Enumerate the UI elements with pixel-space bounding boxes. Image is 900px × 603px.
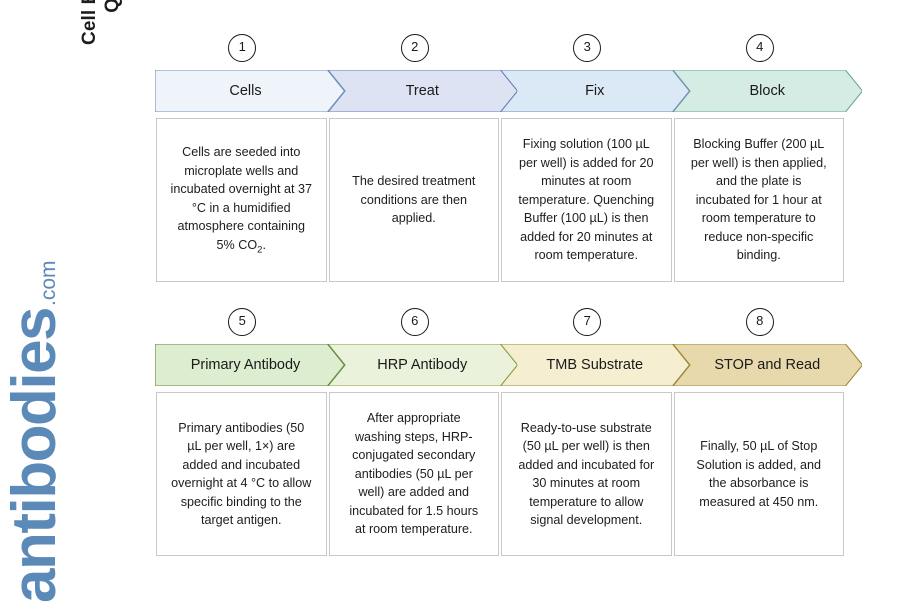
chevron-label-8: STOP and Read: [714, 357, 821, 373]
brand-logo: antibodies .com: [0, 260, 100, 603]
chevron-label-5: Primary Antibody: [190, 357, 301, 373]
chevron-label-4: Block: [749, 83, 785, 99]
step-description-5: Primary antibodies (50 µL per well, 1×) …: [171, 420, 312, 528]
step-badge-1: 1: [228, 34, 257, 62]
chevron-step-3[interactable]: Fix: [500, 70, 690, 112]
step-badges-row-2: 5 6 7 8: [155, 308, 845, 344]
step-card-1: Cells are seeded into microplate wells a…: [156, 118, 327, 282]
chevron-shape-2: [327, 70, 517, 112]
step-badge-8: 8: [745, 308, 774, 336]
page-title-text: Cell Based ELISA KitsQuick Protocol: [78, 0, 124, 45]
chevron-label-6: HRP Antibody: [377, 357, 468, 373]
step-card-7: Ready-to-use substrate (50 µL per well) …: [501, 392, 672, 556]
protocol-row-2: 5 6 7 8 Primary Antibody HRP Antibody TMB Sub…: [155, 308, 862, 556]
brand-logo-word: antibodies: [0, 307, 69, 603]
step-description-3: Fixing solution (100 µL per well) is add…: [518, 137, 655, 263]
page-title-line-2: Quick Protocol: [102, 0, 123, 13]
page-title-line-1: Cell Based ELISA Kits: [79, 0, 100, 45]
chevron-step-1[interactable]: Cells: [155, 70, 345, 112]
step-card-6: After appropriate washing steps, HRP-con…: [328, 392, 499, 556]
chevron-strip-row-2: Primary Antibody HRP Antibody TMB Substrat…: [155, 344, 862, 386]
step-badge-5: 5: [228, 308, 257, 336]
chevron-label-3: Fix: [585, 83, 605, 99]
chevron-label-1: Cells: [229, 83, 262, 99]
description-cards-row-2: Primary antibodies (50 µL per well, 1×) …: [155, 392, 845, 556]
step-card-2: The desired treatment conditions are the…: [328, 118, 499, 282]
chevron-step-6[interactable]: HRP Antibody: [327, 344, 517, 386]
protocol-row-1: 1 2 3 4 Cells Treat Fix Block Cells are seeded…: [155, 34, 862, 282]
step-badge-4: 4: [745, 34, 774, 62]
chevron-step-7[interactable]: TMB Substrate: [500, 344, 690, 386]
chevron-shape-3: [500, 70, 690, 112]
step-badge-7: 7: [573, 308, 602, 336]
description-cards-row-1: Cells are seeded into microplate wells a…: [155, 118, 845, 282]
step-description-8: Finally, 50 µL of Stop Solution is added…: [696, 439, 822, 509]
chevron-shape-6: [327, 344, 517, 386]
step-card-3: Fixing solution (100 µL per well) is add…: [501, 118, 672, 282]
chevron-strip-row-1: Cells Treat Fix Block: [155, 70, 862, 112]
step-badge-2: 2: [400, 34, 429, 62]
step-badge-6: 6: [400, 308, 429, 336]
page-title: Cell Based ELISA KitsQuick Protocol: [58, 0, 144, 104]
chevron-step-8[interactable]: STOP and Read: [672, 344, 862, 386]
chevron-shape-7: [500, 344, 690, 386]
chevron-step-4[interactable]: Block: [672, 70, 862, 112]
step-description-6: After appropriate washing steps, HRP-con…: [349, 411, 479, 537]
chevron-step-2[interactable]: Treat: [327, 70, 517, 112]
chevron-shape-5: [155, 344, 345, 386]
chevron-step-5[interactable]: Primary Antibody: [155, 344, 345, 386]
step-card-8: Finally, 50 µL of Stop Solution is added…: [673, 392, 844, 556]
step-badge-3: 3: [573, 34, 602, 62]
step-description-2: The desired treatment conditions are the…: [352, 174, 476, 226]
chevron-shape-4: [672, 70, 862, 112]
step-description-4: Blocking Buffer (200 µL per well) is the…: [690, 137, 827, 263]
step-card-4: Blocking Buffer (200 µL per well) is the…: [673, 118, 844, 282]
subscript: 2: [257, 244, 263, 256]
chevron-shape-1: [155, 70, 345, 112]
step-badges-row-1: 1 2 3 4: [155, 34, 845, 70]
step-description-1: Cells are seeded into microplate wells a…: [170, 145, 312, 256]
step-card-5: Primary antibodies (50 µL per well, 1×) …: [156, 392, 327, 556]
brand-logo-tld: .com: [37, 260, 60, 306]
chevron-label-7: TMB Substrate: [546, 357, 644, 373]
step-description-7: Ready-to-use substrate (50 µL per well) …: [518, 420, 655, 528]
chevron-label-2: Treat: [405, 83, 439, 99]
chevron-shape-8: [672, 344, 862, 386]
